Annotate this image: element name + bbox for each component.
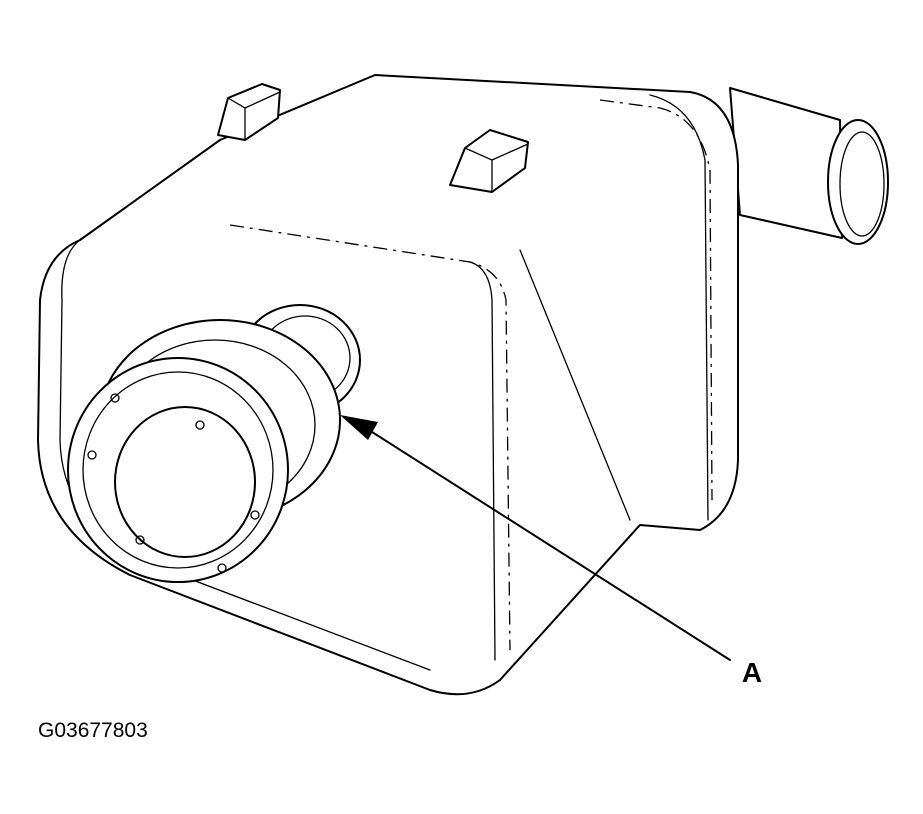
mounting-tab-left (217, 83, 281, 141)
mounting-tab-right (449, 129, 529, 193)
outlet-pipe (729, 87, 889, 245)
figure-code: G03677803 (38, 719, 148, 742)
reservoir-cap (67, 357, 289, 583)
callout-leader-arrow (340, 415, 731, 661)
callout-label: A (742, 657, 762, 688)
